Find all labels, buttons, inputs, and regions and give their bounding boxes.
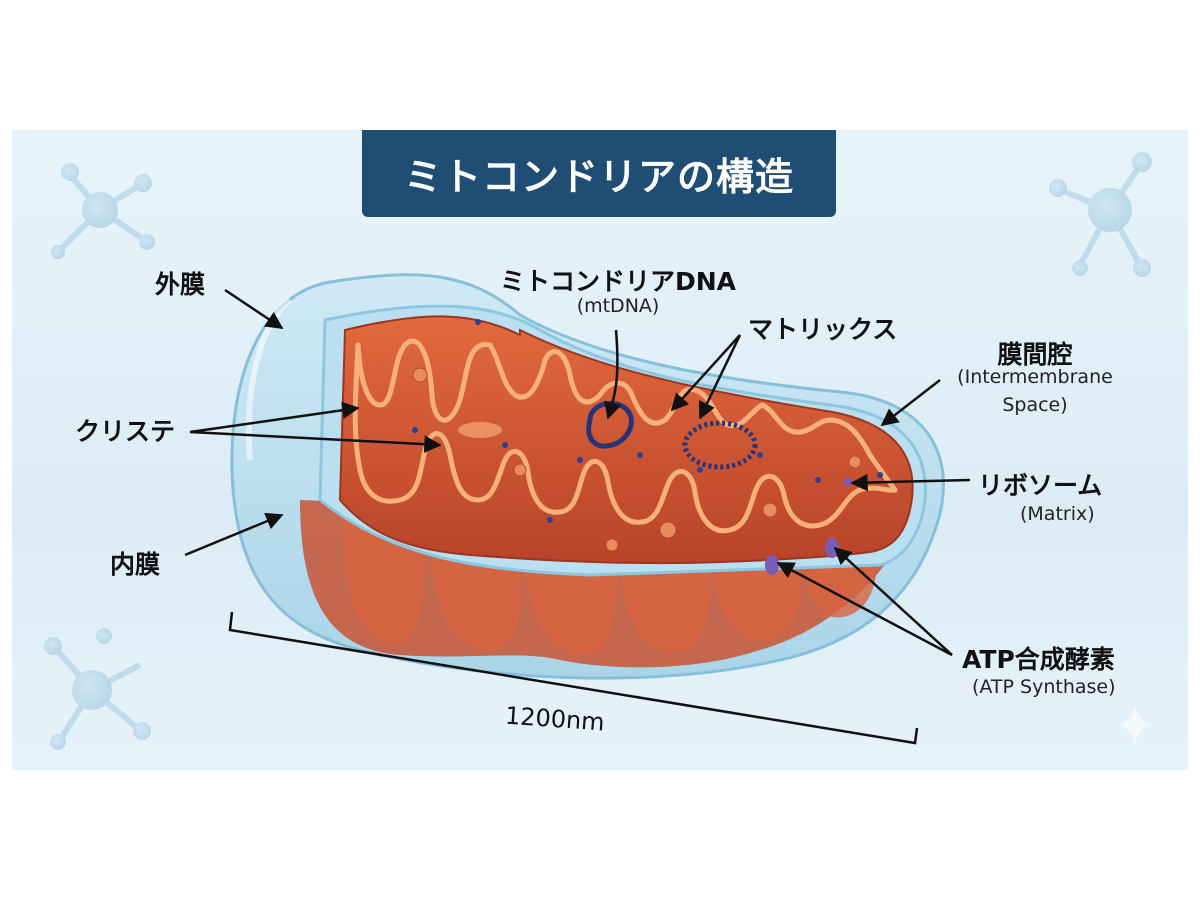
label-ribosome-sub: (Matrix) xyxy=(1020,503,1095,525)
matrix-granules xyxy=(412,319,883,552)
label-outer-membrane: 外膜 xyxy=(155,270,206,299)
label-mtdna: ミトコンドリアDNA xyxy=(499,267,737,296)
label-mtdna-sub: (mtDNA) xyxy=(576,295,660,317)
sparkle-icon xyxy=(1118,705,1152,745)
atp-synthase-2 xyxy=(825,538,839,558)
page-title: ミトコンドリアの構造 xyxy=(362,130,836,217)
label-ribosome: リボソーム xyxy=(978,471,1103,500)
mtdna-loop-1 xyxy=(586,400,634,449)
cristae-folds xyxy=(352,338,898,534)
atp-synthase-1 xyxy=(765,555,779,575)
ribosome-dot xyxy=(844,478,852,486)
label-intermembrane: 膜間腔 xyxy=(997,340,1073,369)
label-matrix: マトリックス xyxy=(748,315,898,344)
label-atp-synthase-sub: (ATP Synthase) xyxy=(972,676,1116,698)
label-intermembrane-sub-2: Space) xyxy=(1002,394,1068,416)
scale-bar xyxy=(228,611,919,745)
molecule-decoration-top-left xyxy=(51,163,155,259)
leader-arrows xyxy=(184,288,971,657)
mtdna-loop-2 xyxy=(682,420,758,470)
molecule-decoration-bottom-left xyxy=(44,628,151,750)
molecule-decoration-top-right xyxy=(1049,152,1152,277)
label-atp-synthase: ATP合成酵素 xyxy=(962,645,1115,674)
label-intermembrane-sub-1: (Intermembrane xyxy=(957,366,1113,388)
label-cristae: クリステ xyxy=(75,417,176,446)
label-inner-membrane: 内膜 xyxy=(110,550,161,579)
